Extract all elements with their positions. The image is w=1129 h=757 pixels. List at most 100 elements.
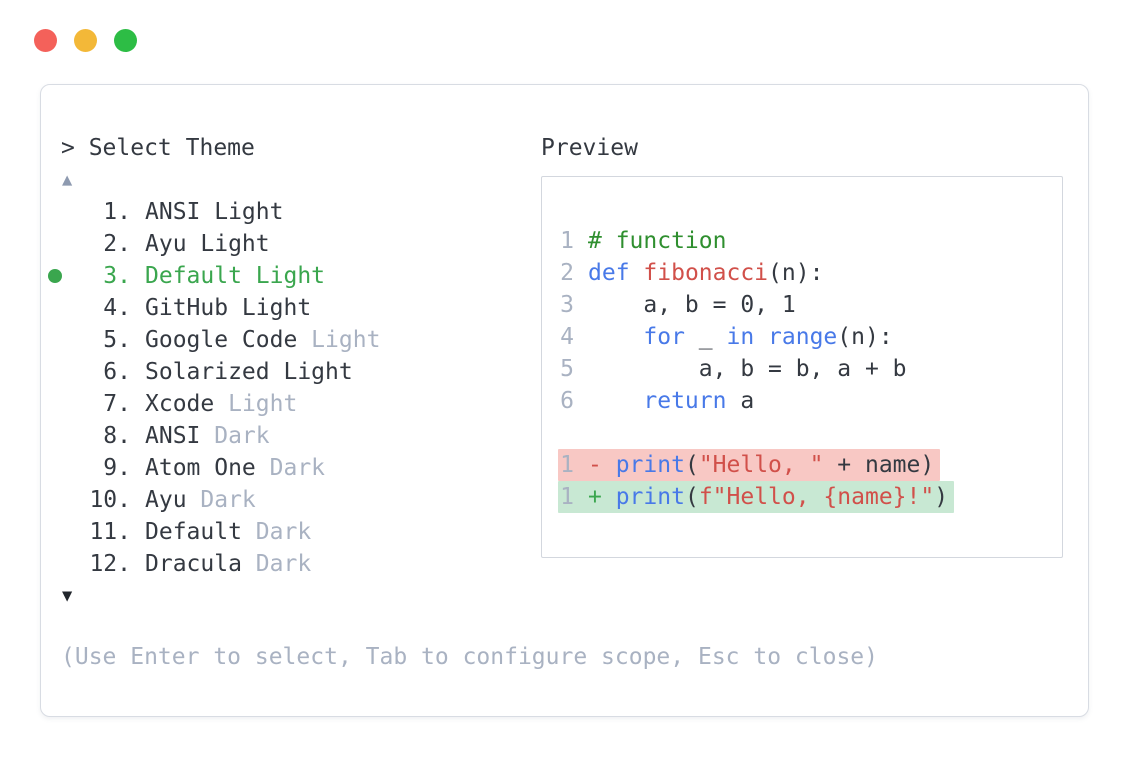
theme-item-number: 1. [103, 199, 131, 225]
code-line: 3 a, b = 0, 1 [560, 289, 1062, 321]
scroll-down-icon[interactable]: ▼ [62, 586, 73, 606]
theme-item-number: 3. [103, 263, 131, 289]
theme-item-label: Google Code Light [145, 324, 380, 356]
token-pl: ) [934, 484, 949, 510]
theme-list-item[interactable]: 2. Ayu Light [61, 228, 541, 260]
theme-list-item[interactable]: 12.Dracula Dark [61, 548, 541, 580]
picker-prompt: > Select Theme [61, 135, 255, 161]
zoom-button[interactable] [114, 29, 137, 52]
line-number [560, 417, 574, 449]
token-pl: ( [684, 452, 699, 478]
minimize-button[interactable] [74, 29, 97, 52]
line-number: 1 [560, 484, 574, 510]
theme-item-label: Atom One Dark [145, 452, 325, 484]
code-tokens: return a [588, 385, 754, 417]
token-kw: in [726, 324, 755, 350]
theme-list-item[interactable]: 1. ANSI Light [61, 196, 541, 228]
window-controls [34, 29, 137, 52]
token-kw: range [768, 324, 838, 350]
theme-item-name: Solarized Light [145, 359, 353, 385]
token-pl: a [726, 388, 755, 414]
token-pl [754, 324, 768, 350]
token-pl [588, 324, 643, 350]
token-pl: _ [684, 324, 727, 350]
theme-item-label: Ayu Dark [145, 484, 256, 516]
code-line: 6 return a [560, 385, 1062, 417]
diff-line-added: 1 + print(f"Hello, {name}!") [558, 481, 1062, 513]
theme-item-number: 7. [103, 391, 131, 417]
theme-item-number: 5. [103, 327, 131, 353]
token-pl: ( [684, 484, 699, 510]
line-number: 4 [560, 324, 574, 350]
theme-item-label: GitHub Light [145, 292, 311, 324]
scroll-up-icon[interactable]: ▲ [62, 170, 73, 190]
token-str: "Hello, " [698, 452, 824, 478]
theme-list-item[interactable]: 5. Google Code Light [61, 324, 541, 356]
token-pl: (n): [837, 324, 893, 350]
theme-list-item[interactable]: 10. Ayu Dark [61, 484, 541, 516]
preview-title: Preview [541, 135, 638, 161]
theme-item-number: 8. [103, 423, 131, 449]
line-number: 2 [560, 260, 574, 286]
theme-item-name: ANSI [145, 423, 201, 449]
code-tokens: + print(f"Hello, {name}!") [588, 481, 948, 513]
theme-item-label: ANSI Light [145, 196, 283, 228]
theme-list-item[interactable]: 11. Default Dark [61, 516, 541, 548]
token-comment: # function [588, 228, 727, 254]
theme-list-item[interactable]: 3. Default Light [48, 260, 541, 292]
theme-item-label: Solarized Light [145, 356, 353, 388]
code-tokens: a, b = b, a + b [588, 353, 907, 385]
diff-line-removed: 1 - print("Hello, " + name) [558, 449, 1062, 481]
theme-item-label: Default Light [145, 260, 325, 292]
code-line: 5 a, b = b, a + b [560, 353, 1062, 385]
theme-list-item[interactable]: 7. Xcode Light [61, 388, 541, 420]
theme-item-number: 10. [89, 487, 131, 513]
theme-picker-panel: > Select Theme ▲ 1. ANSI Light 2. Ayu Light… [40, 84, 1089, 717]
code-tokens: for _ in range(n): [588, 321, 893, 353]
theme-list-item[interactable]: 6.Solarized Light [61, 356, 541, 388]
token-pl: + name) [823, 452, 935, 478]
theme-item-label: Default Dark [145, 516, 311, 548]
token-fn: fibonacci [643, 260, 769, 286]
diff-highlight-added: 1 + print(f"Hello, {name}!") [558, 481, 955, 513]
token-plus: + [588, 484, 616, 510]
line-number: 6 [560, 388, 574, 414]
theme-item-variant: Dark [241, 519, 312, 545]
theme-list-item[interactable]: 9. Atom One Dark [61, 452, 541, 484]
selected-dot-icon [48, 269, 62, 283]
code-line [560, 417, 1062, 449]
theme-item-number: 2. [103, 231, 131, 257]
code-line: 1 # function [560, 225, 1062, 257]
theme-item-label: Xcode Light [145, 388, 297, 420]
theme-item-label: Dracula Dark [145, 548, 311, 580]
theme-item-number: 9. [103, 455, 131, 481]
theme-item-variant: Light [214, 391, 298, 417]
panel-columns: > Select Theme ▲ 1. ANSI Light 2. Ayu Light… [41, 85, 1088, 612]
theme-list-item[interactable]: 4.GitHub Light [61, 292, 541, 324]
theme-item-name: ANSI Light [145, 199, 284, 225]
theme-item-label: Ayu Light [145, 228, 270, 260]
token-kw: for [643, 324, 685, 350]
theme-item-variant: Light [297, 327, 381, 353]
theme-list-item[interactable]: 8. ANSI Dark [61, 420, 541, 452]
close-button[interactable] [34, 29, 57, 52]
theme-item-name: Ayu [145, 487, 187, 513]
theme-item-number: 11. [89, 519, 131, 545]
token-pl: a, b = b, a + b [588, 356, 907, 382]
code-tokens: - print("Hello, " + name) [588, 449, 934, 481]
theme-item-name: Ayu Light [145, 231, 270, 257]
theme-item-name: Atom One [145, 455, 256, 481]
line-number: 1 [560, 452, 574, 478]
theme-item-name: Default [145, 519, 242, 545]
line-number: 1 [560, 228, 574, 254]
theme-item-variant: Dark [186, 487, 256, 513]
token-kw: print [615, 484, 685, 510]
theme-item-name: Xcode [145, 391, 215, 417]
theme-item-label: ANSI Dark [145, 420, 270, 452]
line-number: 3 [560, 292, 574, 318]
